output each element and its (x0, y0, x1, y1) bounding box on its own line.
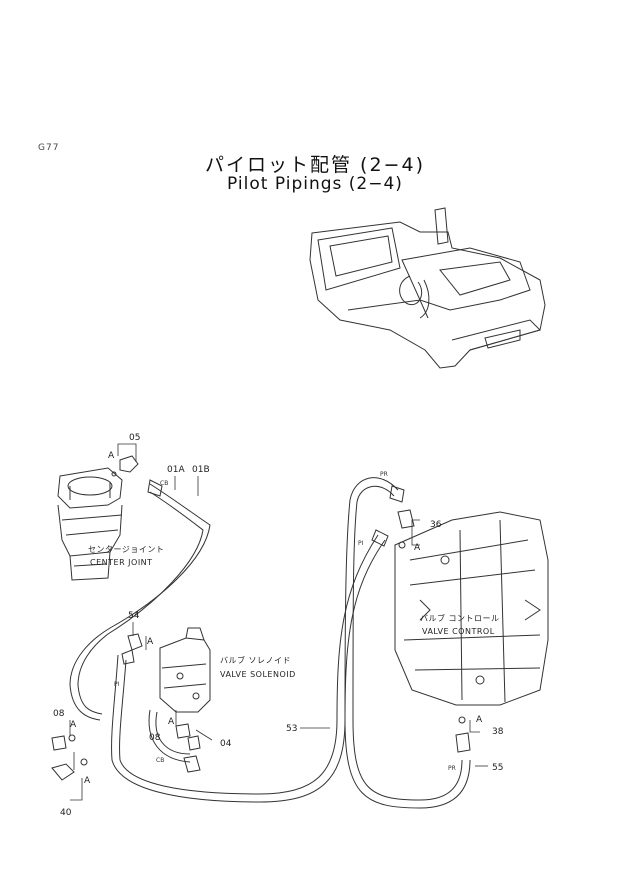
detail-marker-a: A (108, 451, 115, 461)
callout-38: 38 (492, 727, 504, 737)
detail-marker-a: A (84, 776, 91, 786)
fitting-54 (121, 633, 143, 665)
center-joint-label-jp: センタージョイント (88, 545, 164, 554)
solenoid-valve-illustration (159, 627, 211, 713)
detail-marker-a: A (70, 720, 77, 730)
callout-08-mid: 08 (149, 733, 161, 743)
fitting-38-55 (455, 716, 471, 753)
callout-36: 36 (430, 520, 442, 530)
valve-solenoid-label-jp: バルブ ソレノイド (220, 655, 291, 665)
port-mark-cb: CB (156, 757, 164, 764)
control-valve-illustration (394, 511, 549, 706)
callout-54: 54 (128, 611, 140, 621)
hose-cb (148, 709, 191, 763)
fitting-36 (371, 485, 415, 549)
fitting-05 (111, 455, 139, 477)
detail-marker-a: A (476, 715, 483, 725)
title-english: Pilot Pipings (2−4) (227, 174, 403, 194)
detail-marker-a: A (168, 717, 175, 727)
fitting-08-04 (175, 723, 201, 773)
callout-04: 04 (220, 739, 232, 749)
callout-01a: 01A (167, 465, 185, 475)
center-joint-label-en: CENTER JOINT (90, 558, 153, 567)
fitting-40 (51, 758, 88, 781)
fitting-01a-end (147, 479, 163, 497)
hose-pr (344, 477, 471, 809)
callout-53: 53 (286, 724, 297, 734)
detail-marker-a: A (147, 637, 154, 647)
fitting-08-left (51, 734, 76, 751)
title-japanese: パイロット配管 (2−4) (205, 154, 425, 176)
callout-05: 05 (129, 433, 140, 443)
valve-control-label-en: VALVE CONTROL (422, 627, 495, 636)
valve-solenoid-label-en: VALVE SOLENOID (220, 670, 296, 679)
callout-40: 40 (60, 808, 72, 818)
hose-01 (69, 483, 211, 721)
hose-53 (111, 534, 386, 803)
page-number: G77 (38, 143, 60, 153)
excavator-overview-illustration (309, 207, 546, 369)
callout-55: 55 (492, 763, 503, 773)
valve-control-label-jp: バルブ コントロール (420, 613, 500, 623)
port-mark-pr: PR (380, 471, 388, 478)
port-mark-pi: PI (114, 681, 120, 688)
port-mark-pi: PI (358, 540, 364, 547)
detail-marker-a: A (414, 543, 421, 553)
port-mark-cb: CB (160, 480, 168, 487)
callout-08-left: 08 (53, 709, 65, 719)
center-joint-illustration (57, 467, 123, 581)
port-mark-pr: PR (448, 765, 456, 772)
callout-01b: 01B (192, 465, 210, 475)
